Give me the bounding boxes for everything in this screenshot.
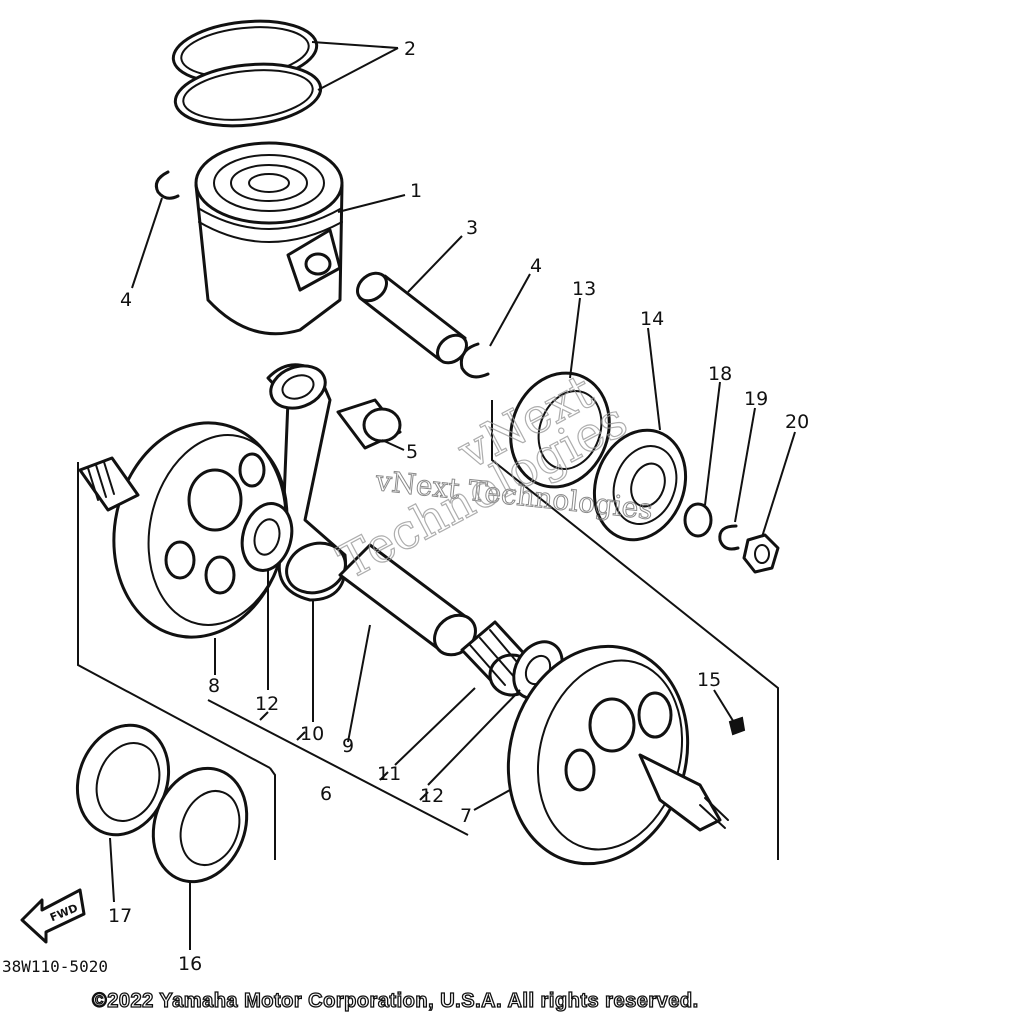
callout-6: 6 xyxy=(320,783,332,805)
crank-web-right xyxy=(506,644,729,866)
piston-rings xyxy=(171,19,323,128)
callout-19: 19 xyxy=(744,388,768,410)
callout-4-right: 4 xyxy=(530,255,542,277)
piston-pin xyxy=(356,271,468,365)
crank-web-left xyxy=(78,421,289,639)
leader-lines xyxy=(109,41,796,950)
callout-11: 11 xyxy=(377,763,401,785)
piston xyxy=(194,141,344,336)
callout-4-left: 4 xyxy=(120,289,132,311)
callout-1: 1 xyxy=(410,180,422,202)
callout-10: 10 xyxy=(300,723,324,745)
circlip-right xyxy=(459,342,490,379)
callout-12-left: 12 xyxy=(255,693,279,715)
circlip-19 xyxy=(718,524,740,551)
bearing-13 xyxy=(509,371,611,489)
circlip-left xyxy=(154,170,180,200)
callout-8: 8 xyxy=(208,675,220,697)
callout-12-right: 12 xyxy=(420,785,444,807)
callout-16: 16 xyxy=(178,953,202,975)
bearing-14 xyxy=(592,428,688,542)
washer-18 xyxy=(683,502,713,538)
callout-9: 9 xyxy=(342,735,354,757)
callout-13: 13 xyxy=(572,278,596,300)
copyright-notice: ©2022 Yamaha Motor Corporation, U.S.A. A… xyxy=(92,990,699,1012)
callout-18: 18 xyxy=(708,363,732,385)
assembly-bracket-lines xyxy=(77,400,779,860)
callout-numbers: 1 2 3 4 4 5 6 7 8 9 10 11 12 12 13 14 15… xyxy=(108,38,809,975)
callout-2: 2 xyxy=(404,38,416,60)
bearing-16 xyxy=(151,766,249,884)
callout-20: 20 xyxy=(785,411,809,433)
watermark: vNext Technologies vNext Technologies xyxy=(329,363,655,591)
callout-7: 7 xyxy=(460,805,472,827)
callout-17: 17 xyxy=(108,905,132,927)
small-end-bearing xyxy=(336,398,402,450)
callout-5: 5 xyxy=(406,441,418,463)
fwd-arrow: FWD xyxy=(20,888,86,944)
figure-code: 38W110-5020 xyxy=(2,957,108,976)
callout-15: 15 xyxy=(697,669,721,691)
thrust-washer-left xyxy=(240,502,294,572)
callout-14: 14 xyxy=(640,308,664,330)
callout-3: 3 xyxy=(466,217,478,239)
nut-20 xyxy=(742,533,780,574)
